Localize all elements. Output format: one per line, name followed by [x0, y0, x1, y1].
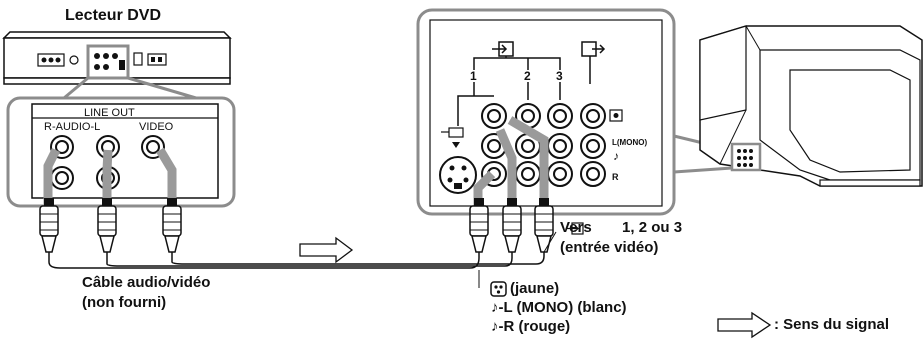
- tv-jack-grid: [481, 103, 606, 187]
- output-arrow-icon: [581, 41, 606, 57]
- plug-left-tv: [502, 198, 522, 253]
- legend-right-text: -R (rouge): [498, 318, 571, 335]
- cable-label-line2: (non fourni): [82, 294, 167, 311]
- destination-inputs: 1, 2 ou 3: [622, 219, 683, 236]
- plug-video-dvd: [162, 198, 182, 253]
- plug-video-tv: [534, 198, 554, 253]
- input-number-3: 3: [556, 69, 563, 83]
- legend-video-plug: (jaune): [510, 280, 560, 297]
- note-icon: ♪: [491, 318, 499, 335]
- s-video-jack: [439, 156, 477, 194]
- tv-side-plugs: [469, 116, 557, 288]
- video-jack-icon: [609, 109, 623, 122]
- legend-right-plug: ♪-R (rouge): [491, 318, 570, 335]
- signal-legend-arrow-icon: [717, 311, 772, 339]
- r-label: R: [612, 172, 619, 182]
- destination-line1: Vers 1, 2 ou 3: [560, 219, 682, 236]
- input-number-1: 1: [470, 69, 477, 83]
- line-out-label: LINE OUT: [84, 107, 135, 119]
- s-video-icon: [441, 127, 464, 148]
- signal-direction-legend: : Sens du signal: [774, 316, 890, 333]
- dvd-back-jacks: [37, 44, 167, 80]
- l-mono-label: L(MONO): [612, 138, 647, 147]
- audio-label: R-AUDIO-L: [44, 121, 100, 133]
- plug-audio-left-dvd: [97, 198, 117, 253]
- destination-vers: Vers: [560, 219, 592, 236]
- signal-arrow-icon: [299, 236, 354, 264]
- dvd-player-title: Lecteur DVD: [65, 7, 161, 24]
- tv-connection-panel: 1 2 3: [416, 8, 733, 216]
- input-arrow-small-icon: [566, 222, 584, 235]
- input-number-2: 2: [524, 69, 531, 83]
- plug-audio-right-dvd: [39, 198, 59, 253]
- dvd-side-plugs: [39, 147, 470, 269]
- note-icon: ♪: [613, 149, 619, 163]
- plug-right-tv: [469, 198, 489, 253]
- video-symbol-icon: [490, 281, 507, 297]
- destination-line2: (entrée vidéo): [560, 239, 659, 256]
- legend-left-text: -L (MONO) (blanc): [498, 299, 627, 316]
- cable-label-line1: Câble audio/vidéo: [82, 274, 211, 291]
- video-label: VIDEO: [139, 121, 174, 133]
- television: [699, 25, 923, 187]
- legend-left-plug: ♪-L (MONO) (blanc): [491, 299, 627, 316]
- dvd-player: Lecteur DVD LINE OUT R-AUDIO-L VIDEO: [2, 7, 236, 208]
- note-icon: ♪: [491, 299, 499, 316]
